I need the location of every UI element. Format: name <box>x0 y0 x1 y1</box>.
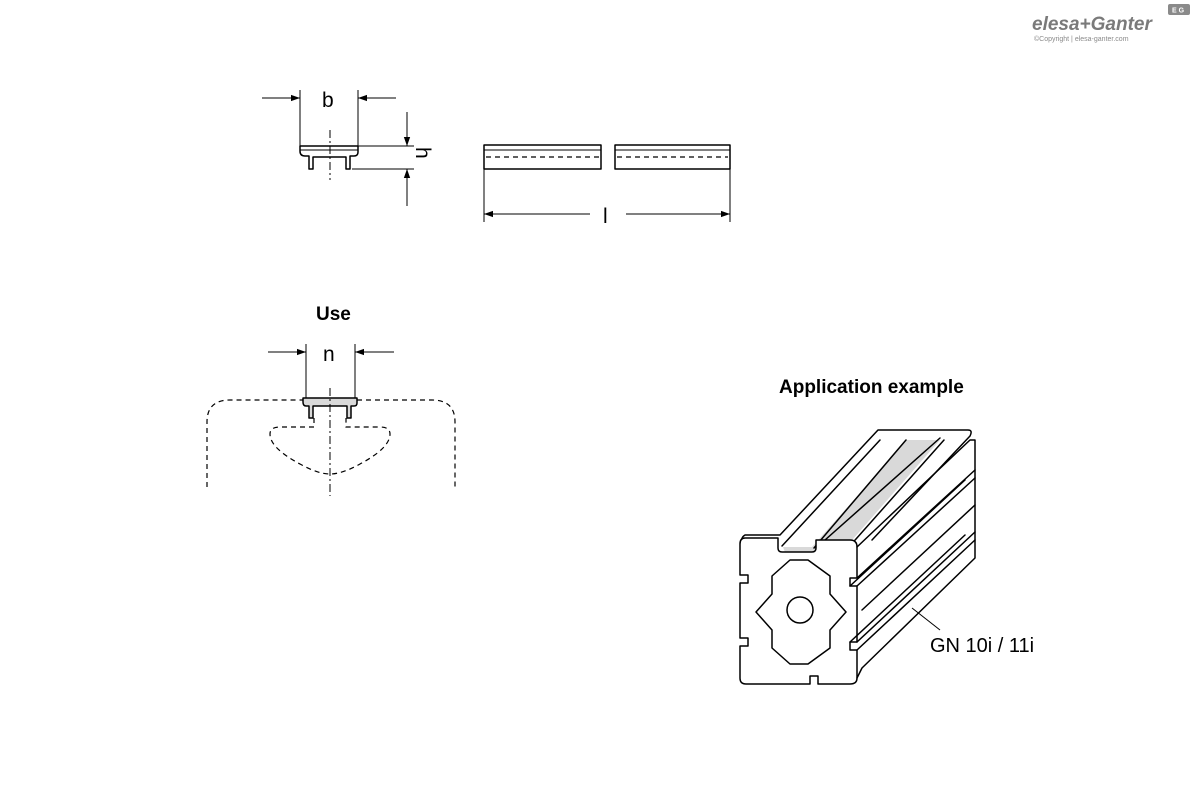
inserted-strip <box>302 397 358 419</box>
brand-badge-icon <box>1168 4 1190 15</box>
dimension-b-label: b <box>322 89 334 112</box>
dimension-n-label: n <box>323 343 335 366</box>
profile-center-bore <box>786 596 814 624</box>
dimension-h-label: h <box>411 147 434 159</box>
logo-text: elesa+Ganter <box>1032 14 1153 35</box>
profile-side-face <box>856 439 976 679</box>
application-title: Application example <box>779 377 964 398</box>
use-diagram: Use n <box>206 304 456 496</box>
strip-section-outline <box>299 145 359 170</box>
application-example: Application example GN 10i / 11i <box>739 377 1034 685</box>
side-view: l <box>483 144 731 228</box>
use-title: Use <box>316 304 351 325</box>
cross-section-view: b h <box>262 89 434 206</box>
slot-profile-outline <box>206 399 456 487</box>
brand-logo: elesa+Ganter E G ©Copyright | elesa-gant… <box>1032 4 1190 43</box>
part-label: GN 10i / 11i <box>930 635 1034 657</box>
brand-badge-text: E G <box>1172 8 1185 15</box>
dimension-l-label: l <box>603 205 608 228</box>
profile-core <box>755 559 847 665</box>
strip-segment-left <box>483 144 602 170</box>
profile-strip-top <box>783 440 940 555</box>
copyright-text: ©Copyright | elesa-ganter.com <box>1034 35 1129 43</box>
strip-segment-right <box>614 144 731 170</box>
part-leader-line <box>911 607 941 631</box>
